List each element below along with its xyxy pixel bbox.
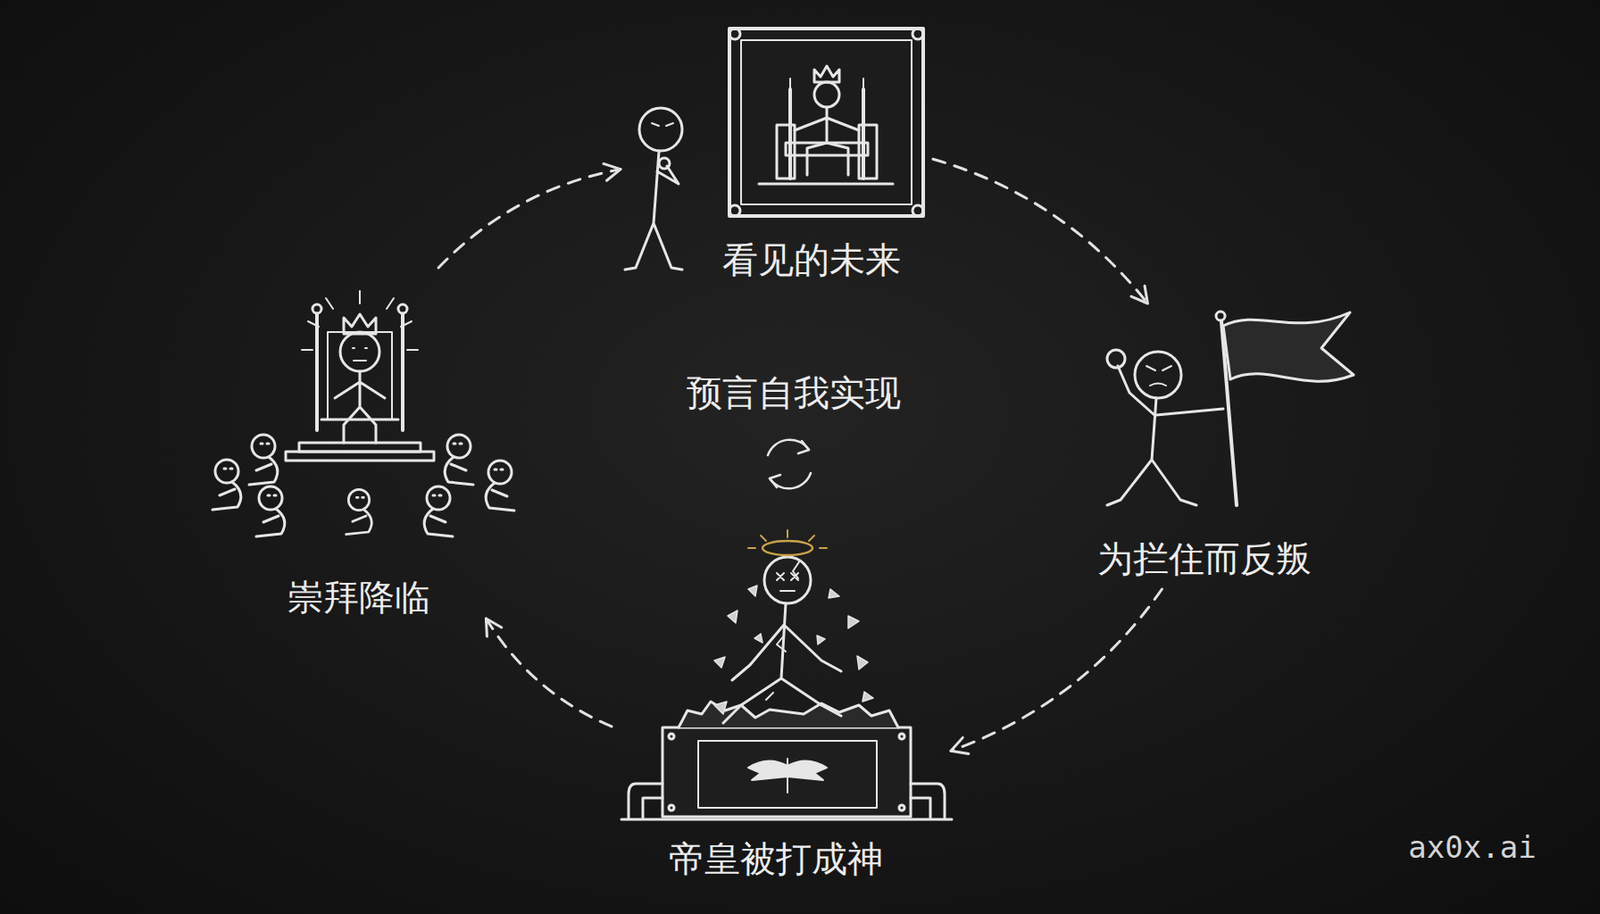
thinking-stick-figure	[625, 108, 683, 270]
kneeling-worshippers-part	[346, 489, 373, 534]
broken-emperor-machine-part	[899, 733, 905, 740]
cycle-icon-part	[769, 475, 781, 488]
broken-emperor-machine-part	[792, 560, 800, 579]
future-vision-picture-part	[912, 28, 924, 40]
arrow-head	[1131, 285, 1148, 304]
enthroned-ruler	[285, 291, 434, 461]
broken-emperor-machine-part	[714, 585, 874, 715]
broken-emperor-machine-part	[662, 727, 911, 817]
enthroned-ruler-part	[334, 371, 385, 443]
dashed-arrow	[950, 589, 1162, 754]
station-label: 看见的未来	[722, 238, 901, 282]
future-vision-picture-part	[729, 28, 741, 40]
future-vision-picture-part	[858, 125, 877, 179]
thinking-stick-figure-part	[651, 123, 674, 126]
enthroned-ruler-part	[321, 418, 399, 422]
future-vision-picture-part	[912, 205, 924, 217]
kneeling-worshippers-part	[444, 434, 474, 485]
rebel-with-flag-part	[1216, 311, 1225, 321]
broken-emperor-machine-part	[910, 783, 945, 818]
station-label: 为拦住而反叛	[1097, 537, 1312, 581]
cycle-icon-part	[798, 441, 809, 454]
arrow-head	[603, 163, 621, 181]
dashed-line	[950, 589, 1162, 751]
broken-emperor-machine-part	[723, 603, 842, 724]
golden-halo-part	[748, 530, 827, 549]
broken-emperor-machine-part	[621, 818, 952, 822]
dashed-arrow	[438, 163, 621, 268]
enthroned-ruler-part	[312, 304, 322, 314]
thinking-stick-figure-part	[639, 108, 683, 151]
rebel-with-flag-part	[1134, 351, 1182, 399]
station-label: 帝皇被打成神	[668, 837, 884, 881]
enthroned-ruler-part	[340, 332, 380, 372]
center-caption: 预言自我实现	[686, 371, 901, 415]
arrow-head	[485, 618, 501, 637]
future-vision-picture-part	[814, 66, 840, 83]
future-vision-picture-part	[785, 142, 868, 156]
future-vision-picture-part	[814, 82, 840, 108]
enthroned-ruler-part	[343, 314, 376, 334]
broken-emperor-machine-part	[678, 701, 899, 728]
cycle-icon	[767, 440, 811, 490]
dashed-arrow	[933, 158, 1148, 304]
future-vision-picture	[729, 28, 924, 217]
cycle-station: 看见的未来	[620, 26, 934, 282]
enthroned-ruler-part	[398, 304, 408, 314]
rebel-with-flag-part	[1223, 312, 1354, 382]
broken-emperor-machine-part	[764, 557, 811, 604]
rebel-with-flag-part	[1146, 366, 1172, 386]
kneeling-worshippers-part	[424, 486, 453, 537]
dashed-line	[485, 618, 612, 727]
rebel-with-flag	[1107, 311, 1354, 506]
kneeling-worshippers-part	[212, 459, 242, 510]
broken-emperor-machine-part	[899, 805, 905, 811]
kneeling-worshippers-part	[485, 460, 515, 511]
broken-emperor-machine-part	[748, 758, 827, 793]
broken-emperor-machine	[621, 557, 952, 820]
watermark: ax0x.ai	[1408, 829, 1536, 867]
future-vision-picture-part	[776, 125, 795, 179]
golden-halo	[748, 530, 827, 556]
broken-emperor-machine-part	[628, 783, 663, 818]
cycle-station: 帝皇被打成神	[611, 531, 951, 881]
cycle-icon-part	[767, 440, 809, 456]
golden-halo-part	[762, 541, 813, 556]
enthroned-ruler-part	[285, 451, 434, 461]
rebel-with-flag-part	[1107, 366, 1224, 506]
kneeling-worshippers-part	[249, 434, 278, 485]
arrow-head	[950, 737, 969, 754]
cycle-station: 为拦住而反叛	[1084, 303, 1371, 590]
future-vision-picture-part	[758, 183, 893, 186]
broken-emperor-machine-part	[766, 635, 786, 700]
future-vision-picture-part	[729, 205, 741, 217]
future-vision-picture-part	[794, 107, 859, 175]
chalk-illustrations-part	[212, 28, 1354, 820]
station-label: 崇拜降临	[287, 575, 431, 619]
future-vision-picture-part	[790, 78, 864, 90]
broken-emperor-machine-part	[668, 805, 675, 811]
cycle-station: 崇拜降临	[178, 267, 545, 619]
broken-emperor-machine-part	[698, 741, 877, 809]
dashed-arrow	[485, 618, 612, 727]
rebel-with-flag-part	[1107, 350, 1125, 368]
enthroned-ruler-part	[352, 348, 367, 361]
future-vision-picture-part	[741, 40, 912, 205]
kneeling-worshippers-part	[256, 486, 285, 537]
broken-emperor-machine-part	[776, 573, 799, 592]
dashed-line	[438, 169, 621, 268]
broken-emperor-machine-part	[668, 733, 675, 740]
future-vision-picture-part	[729, 28, 924, 217]
cycle-icon-part	[769, 473, 811, 489]
thinking-stick-figure-part	[625, 151, 683, 270]
kneeling-worshippers	[212, 434, 515, 537]
dashed-line	[933, 158, 1148, 304]
future-vision-picture-part	[790, 89, 864, 179]
enthroned-ruler-part	[301, 291, 418, 350]
